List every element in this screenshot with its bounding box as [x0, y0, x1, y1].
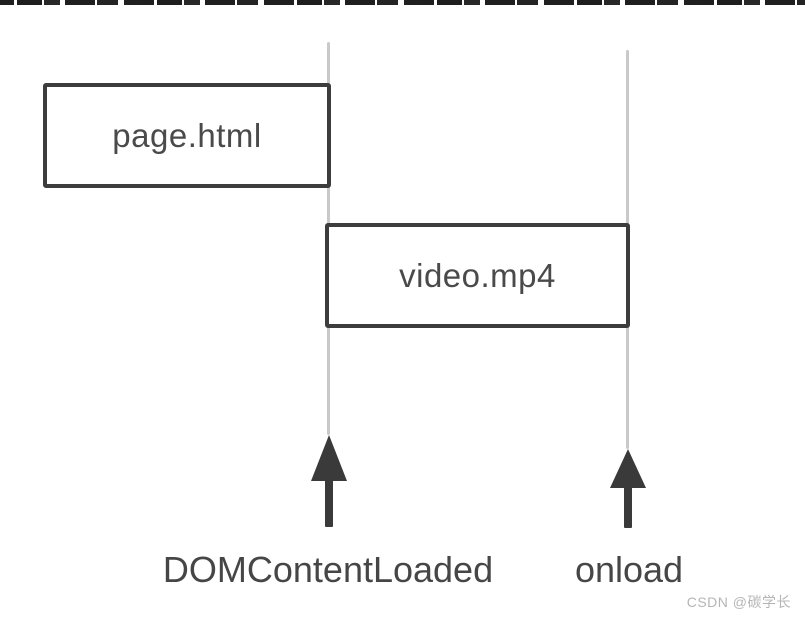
cropped-text-strip [0, 0, 805, 5]
onload-label: onload [574, 549, 684, 590]
up-arrow-icon [311, 434, 347, 527]
up-arrow-icon [610, 448, 646, 528]
page-html-box: page.html [43, 83, 331, 188]
domcontentloaded-label: DOMContentLoaded [162, 549, 494, 590]
watermark: CSDN @碳学长 [686, 594, 791, 610]
page-html-label: page.html [112, 116, 262, 154]
video-mp4-label: video.mp4 [399, 256, 556, 294]
video-mp4-box: video.mp4 [325, 223, 630, 328]
